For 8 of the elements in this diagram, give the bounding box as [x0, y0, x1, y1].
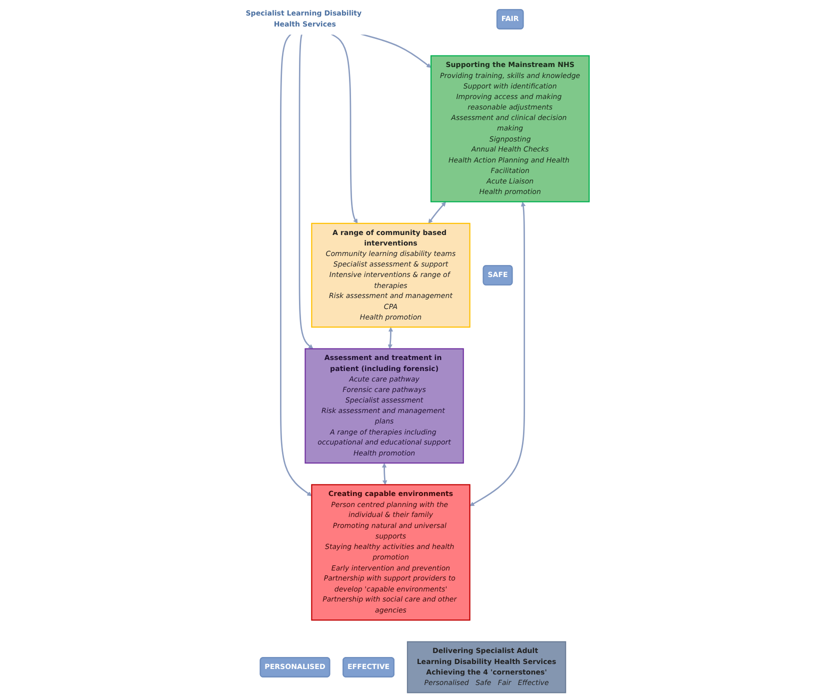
arrow — [298, 34, 314, 349]
arrow — [382, 463, 388, 485]
arrow — [428, 202, 446, 224]
arrow — [360, 33, 432, 68]
arrow — [331, 34, 358, 224]
arrow — [388, 327, 394, 349]
arrow — [470, 202, 526, 506]
arrow — [280, 34, 312, 496]
